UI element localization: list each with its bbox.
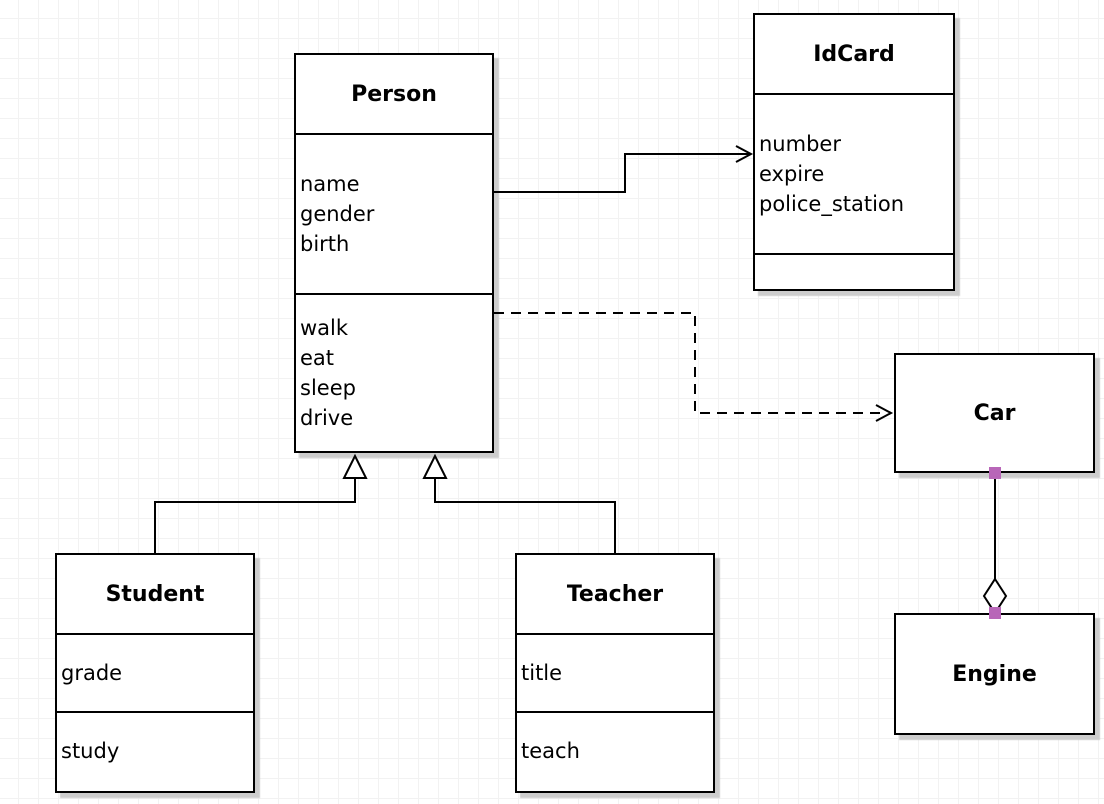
connector-endpoint-handle[interactable]	[989, 467, 1001, 479]
method-label: sleep	[300, 376, 356, 400]
attribute-label: name	[300, 172, 360, 196]
open-arrowhead-icon	[875, 404, 894, 422]
attributes-compartment-student: grade	[57, 633, 253, 711]
method-label: teach	[521, 739, 580, 763]
class-title-student: Student	[105, 581, 205, 607]
class-box-engine[interactable]: Engine	[894, 613, 1095, 735]
inheritance-triangle-icon	[422, 453, 448, 479]
class-box-idcard[interactable]: IdCard number expire police_station	[753, 13, 955, 291]
class-box-teacher[interactable]: Teacher title teach	[515, 553, 715, 793]
class-box-person[interactable]: Person name gender birth walk eat sleep …	[294, 53, 494, 453]
attributes-compartment-person: name gender birth	[296, 133, 492, 293]
attribute-label: title	[521, 661, 563, 685]
method-label: drive	[300, 406, 354, 430]
association-person-idcard[interactable]	[494, 145, 754, 193]
open-arrowhead-icon	[735, 145, 754, 163]
class-title-teacher: Teacher	[566, 581, 664, 607]
methods-compartment-teacher: teach	[517, 711, 713, 789]
attributes-compartment-idcard: number expire police_station	[755, 93, 953, 253]
class-title-person: Person	[351, 81, 437, 107]
attribute-label: expire	[759, 162, 825, 186]
attribute-label: gender	[300, 202, 375, 226]
methods-compartment-person: walk eat sleep drive	[296, 293, 492, 451]
attribute-label: grade	[61, 661, 123, 685]
aggregation-car-engine[interactable]	[982, 467, 1008, 619]
attribute-label: number	[759, 132, 841, 156]
connector-endpoint-handle[interactable]	[989, 607, 1001, 619]
class-title-car: Car	[973, 400, 1016, 426]
method-label: walk	[300, 316, 349, 340]
methods-compartment-student: study	[57, 711, 253, 789]
inheritance-triangle-icon	[342, 453, 368, 479]
methods-compartment-idcard-empty	[755, 253, 953, 287]
attribute-label: birth	[300, 232, 350, 256]
method-label: study	[61, 739, 120, 763]
generalization-student-person[interactable]	[154, 453, 368, 553]
attributes-compartment-teacher: title	[517, 633, 713, 711]
generalization-teacher-person[interactable]	[422, 453, 616, 553]
attribute-label: police_station	[759, 192, 905, 216]
class-title-engine: Engine	[952, 661, 1037, 687]
method-label: eat	[300, 346, 335, 370]
class-box-student[interactable]: Student grade study	[55, 553, 255, 793]
dependency-person-car[interactable]	[494, 312, 894, 422]
class-title-idcard: IdCard	[813, 41, 895, 67]
